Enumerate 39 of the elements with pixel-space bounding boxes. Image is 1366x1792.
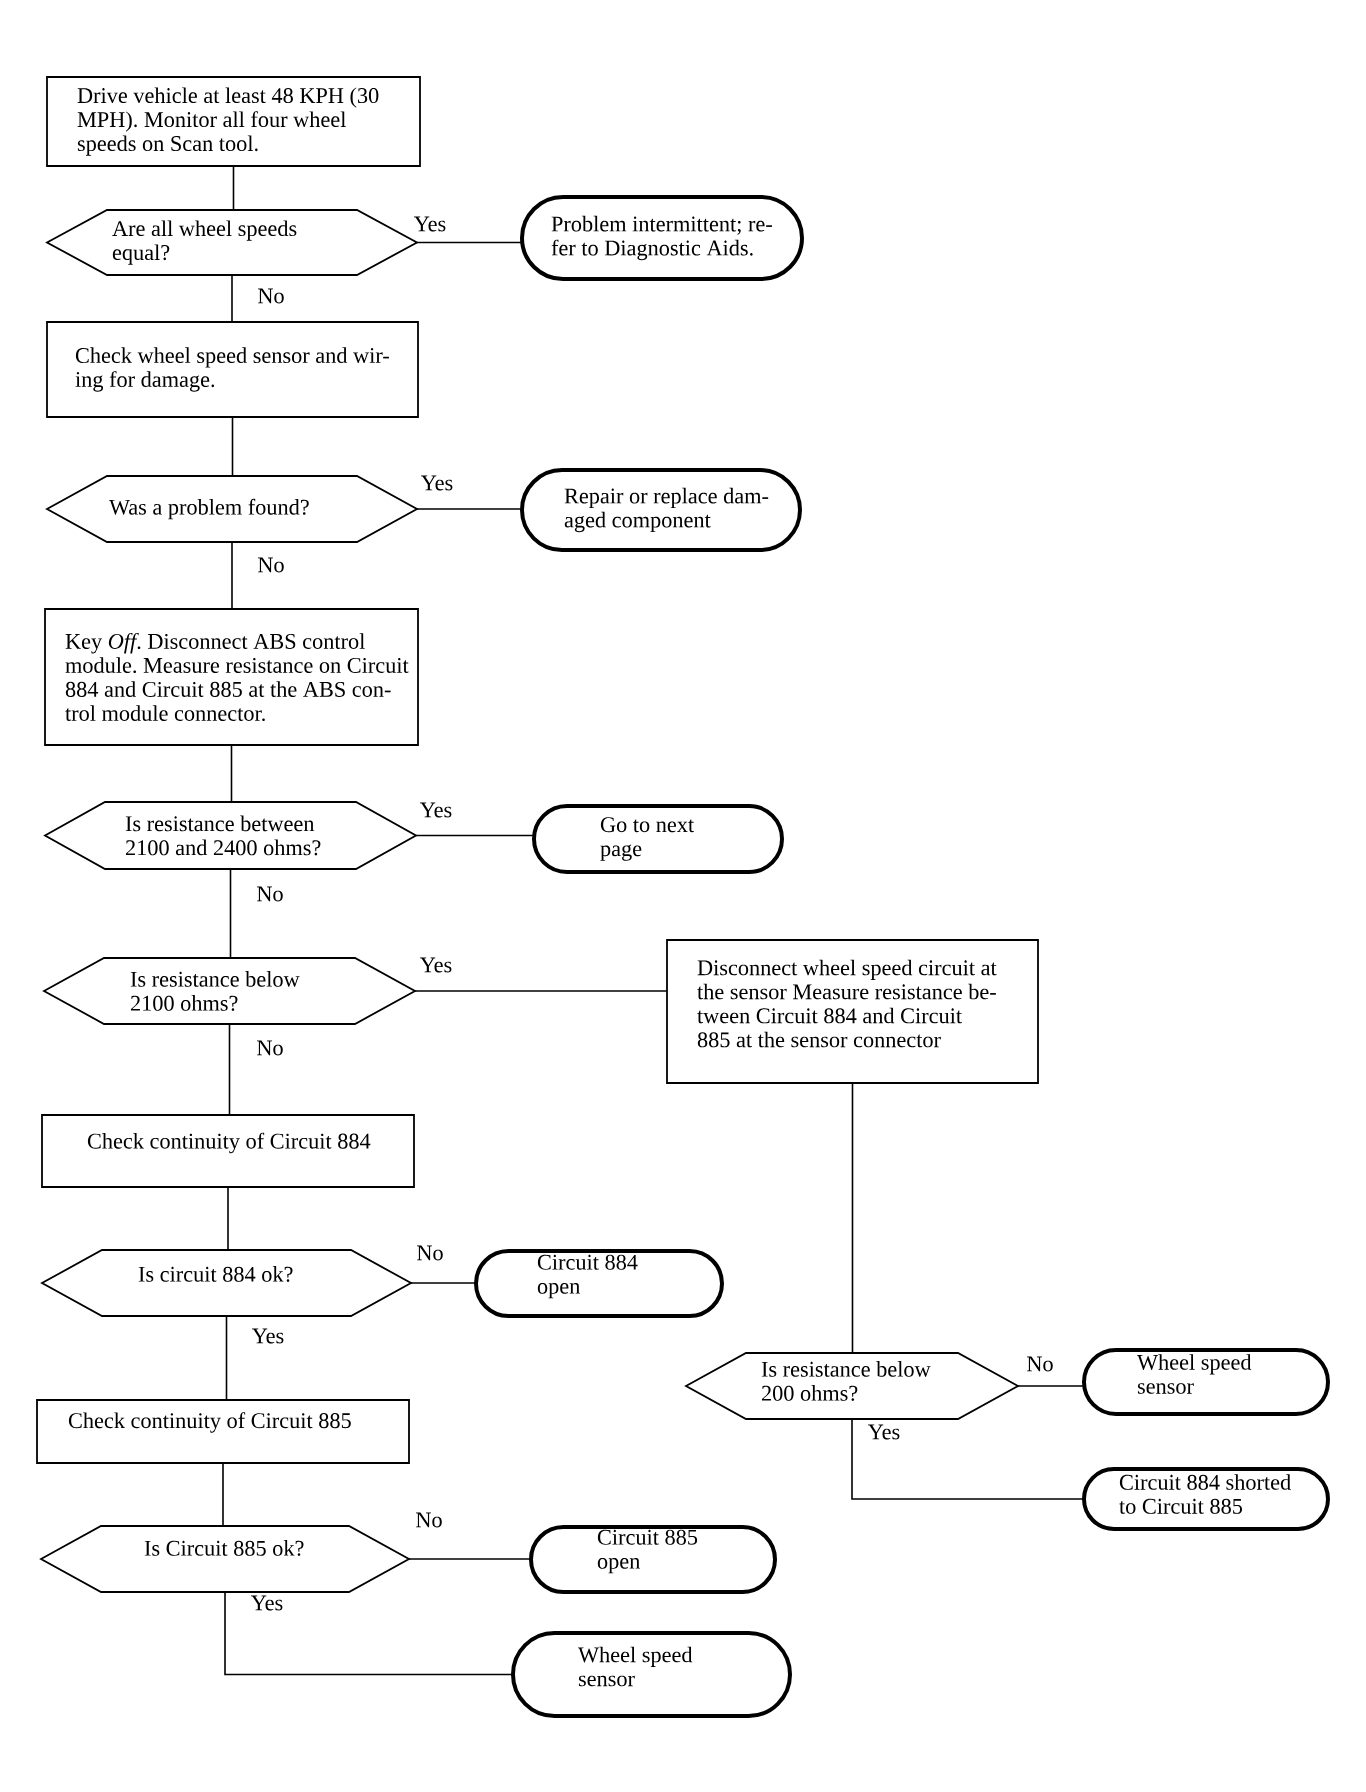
connector-line bbox=[410, 1282, 477, 1284]
edge-label: No bbox=[256, 556, 286, 574]
edge-label: No bbox=[255, 1039, 285, 1057]
edge-label: Yes bbox=[249, 1594, 285, 1612]
connector-line bbox=[227, 1186, 229, 1251]
connector-line bbox=[851, 1082, 854, 1354]
process-box: Check continuity of Circuit 884 bbox=[41, 1114, 415, 1188]
edge-label: No bbox=[1025, 1355, 1055, 1373]
process-box: Check continuity of Circuit 885 bbox=[36, 1399, 410, 1464]
connector-line bbox=[851, 1418, 1085, 1500]
connector-line bbox=[232, 165, 235, 211]
connector-line bbox=[231, 541, 233, 610]
connector-line bbox=[228, 1023, 231, 1116]
connector-line bbox=[222, 1462, 224, 1527]
connector-line bbox=[231, 274, 233, 323]
process-box: Key Off. Disconnect ABS control module. Measure resistance on Circuit 884 and Circuit 885 at the ABS con- trol module connector. bbox=[44, 608, 419, 746]
edge-label: No bbox=[256, 287, 286, 305]
connector-line bbox=[408, 1558, 532, 1560]
edge-label: Yes bbox=[418, 801, 454, 819]
connector-line bbox=[224, 1591, 514, 1676]
connector-line bbox=[414, 990, 668, 992]
connector-line bbox=[416, 508, 523, 510]
connector-line bbox=[229, 868, 232, 959]
edge-label: Yes bbox=[418, 956, 454, 974]
process-box: Drive vehicle at least 48 KPH (30 MPH). Monitor all four wheel speeds on Scan tool. bbox=[46, 76, 421, 167]
process-box: Check wheel speed sensor and wir- ing for damage. bbox=[46, 321, 419, 418]
connector-line bbox=[415, 834, 535, 837]
edge-label: Yes bbox=[250, 1327, 286, 1345]
process-box: Disconnect wheel speed circuit at the sensor Measure resistance be- tween Circuit 884 and Circuit 885 at the sensor connector bbox=[666, 939, 1039, 1084]
edge-label: Yes bbox=[866, 1423, 902, 1441]
edge-label: No bbox=[255, 885, 285, 903]
edge-label: No bbox=[414, 1511, 444, 1529]
edge-label: No bbox=[415, 1244, 445, 1262]
connector-line bbox=[416, 241, 523, 244]
connector-line bbox=[225, 1315, 228, 1401]
connector-line bbox=[231, 416, 234, 477]
edge-label: Yes bbox=[419, 474, 455, 492]
connector-line bbox=[1017, 1385, 1085, 1387]
connector-line bbox=[230, 744, 233, 803]
